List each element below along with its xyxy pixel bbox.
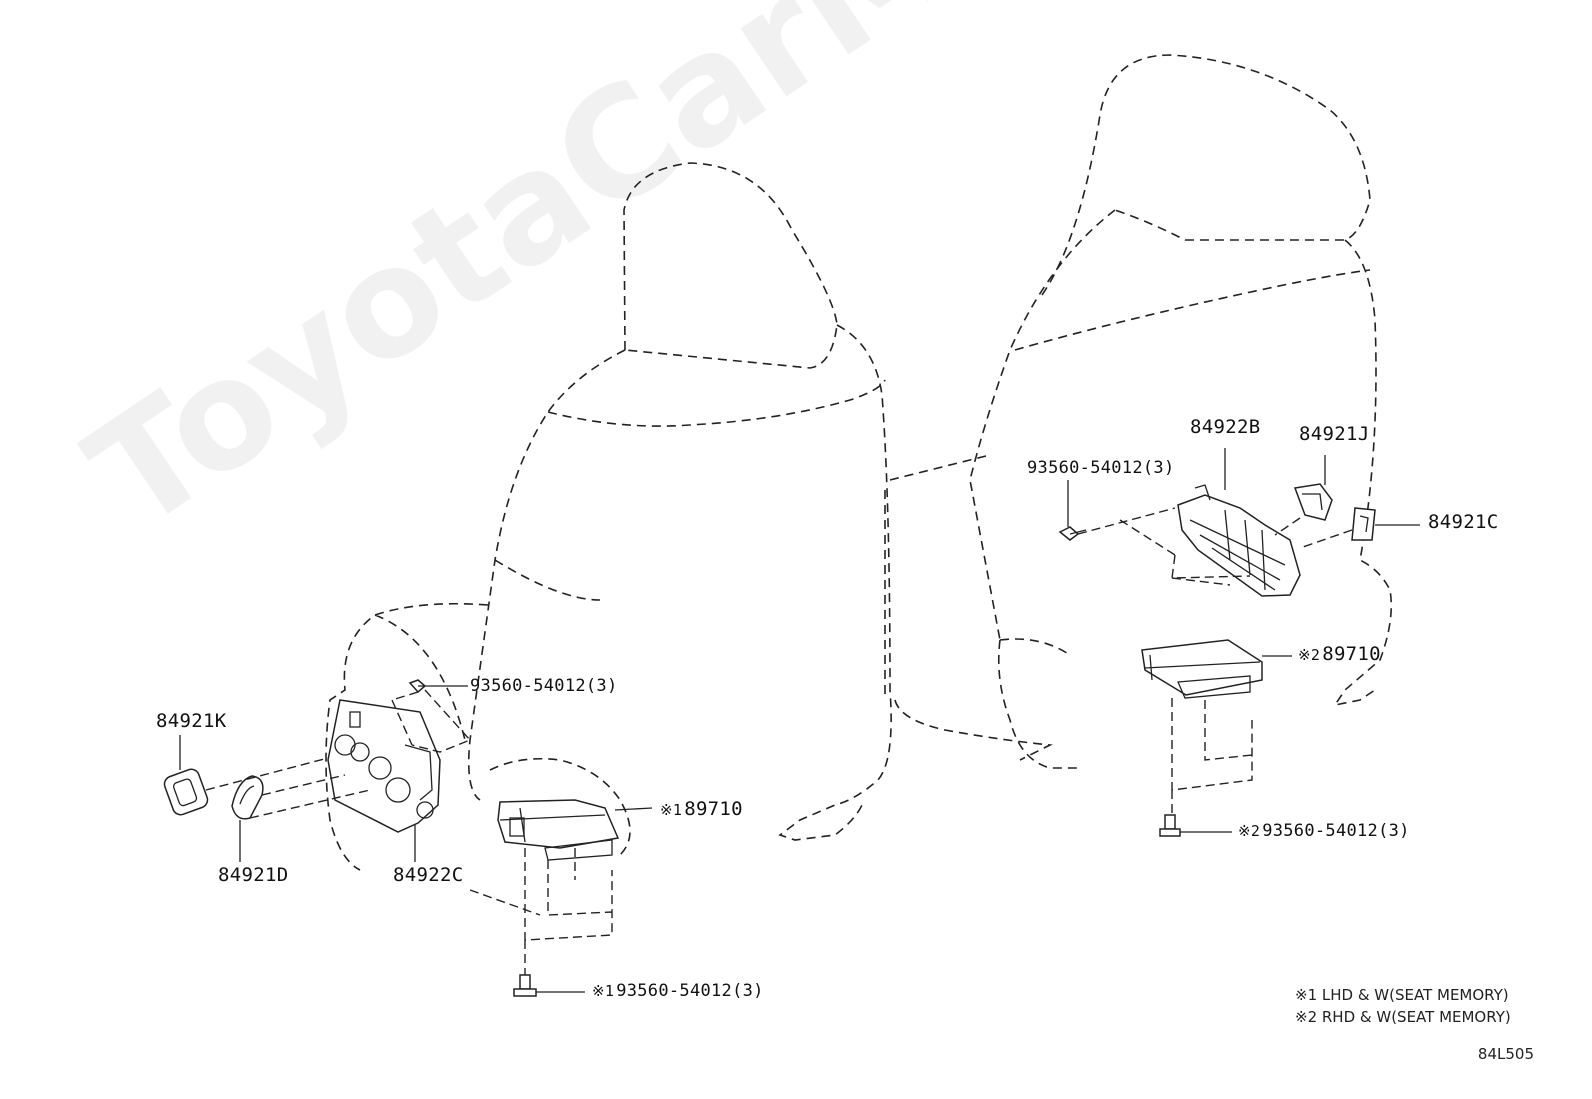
right-seatback-inner <box>1014 269 1371 351</box>
left-bolt-lower <box>513 974 585 997</box>
left-module-89710 <box>497 799 620 861</box>
label-left-89710-number: 89710 <box>684 798 743 820</box>
label-right-bolt-lower-mark: ※2 <box>1238 822 1261 840</box>
label-84922C: 84922C <box>393 864 464 886</box>
right-switch-assembly <box>1177 484 1301 597</box>
right-knob-84921J <box>1293 483 1333 521</box>
legend-note-1: ※1 LHD & W(SEAT MEMORY) <box>1295 986 1509 1004</box>
label-left-bolt-lower-mark: ※1 <box>592 982 615 1000</box>
right-headrest <box>1041 54 1371 296</box>
legend-note-2: ※2 RHD & W(SEAT MEMORY) <box>1295 1008 1511 1026</box>
left-knob-84921D <box>231 775 264 820</box>
left-cushion <box>325 602 631 871</box>
right-cushion <box>889 454 1080 769</box>
label-left-bolt-upper: 93560-54012(3) <box>470 676 618 696</box>
label-right-89710-mark: ※2 <box>1298 646 1321 664</box>
left-headrest <box>623 162 838 369</box>
label-left-89710-mark: ※1 <box>660 801 683 819</box>
label-right-89710-number: 89710 <box>1322 643 1381 665</box>
left-knob-guide-lines <box>205 757 371 819</box>
label-right-bolt-upper: 93560-54012(3) <box>1027 458 1175 478</box>
label-right-bolt-lower-number: 93560-54012(3) <box>1262 821 1410 841</box>
left-seat-outline <box>325 162 892 871</box>
left-module-guide-lines <box>469 848 613 980</box>
right-knob-guide-lines <box>1274 517 1353 549</box>
left-bolt-upper <box>408 679 460 694</box>
right-bolt-upper <box>1058 480 1087 541</box>
left-seatback <box>467 324 892 841</box>
label-left-bolt-lower-number: 93560-54012(3) <box>616 981 764 1001</box>
label-84921J: 84921J <box>1299 423 1370 445</box>
label-84922B: 84922B <box>1190 416 1261 438</box>
diagram-code: 84L505 <box>1477 1045 1534 1063</box>
label-84921C: 84921C <box>1428 511 1499 533</box>
left-switch-assembly <box>327 699 441 833</box>
left-knob-84921K <box>163 768 209 816</box>
left-seatback-inner <box>494 379 886 601</box>
right-module-89710 <box>1141 639 1263 699</box>
right-knob-84921C <box>1351 507 1376 541</box>
label-84921K: 84921K <box>156 710 227 732</box>
label-84921D: 84921D <box>218 864 289 886</box>
right-bolt-lower <box>1159 814 1232 837</box>
right-module-guide-lines <box>1171 698 1253 815</box>
